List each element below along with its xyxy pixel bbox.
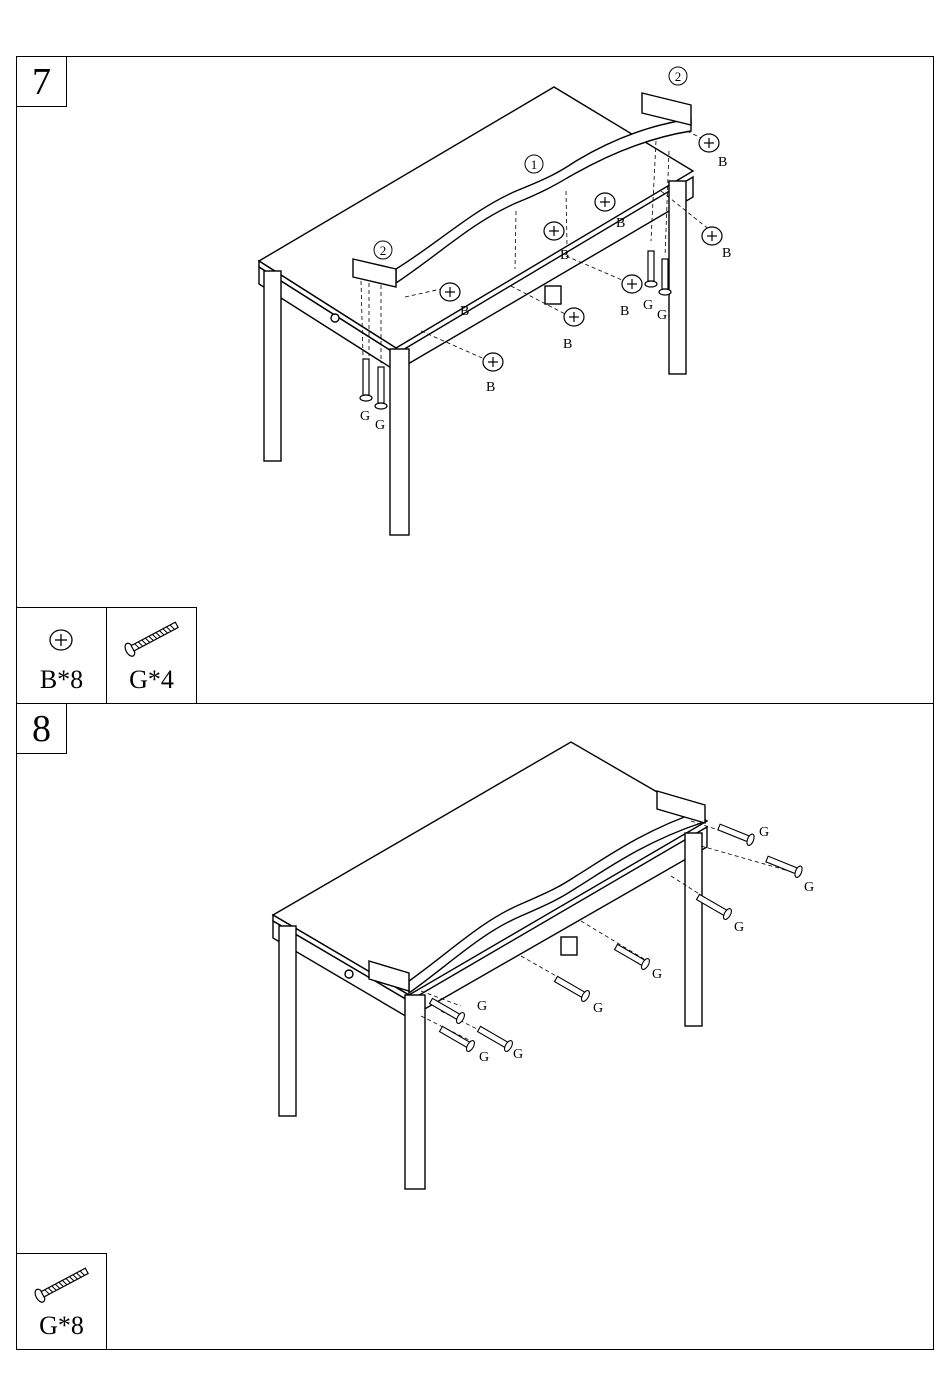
part-label: B*8 [17,665,106,695]
g-label: G [734,920,744,935]
g-label: G [479,1050,489,1065]
b-label: B [563,337,572,352]
part-screw: G*8 [17,1253,107,1349]
cam-lock-icon [17,608,107,668]
b-label: B [460,304,469,319]
step-7-panel: 7 [16,56,934,704]
part-1-callout: 1 [531,157,538,172]
step-7-diagram: 1 2 2 B B B B B B B B G G G G [17,57,932,605]
g-label: G [477,999,487,1014]
part-label: G*8 [17,1311,106,1341]
b-label: B [486,380,495,395]
part-label: G*4 [107,665,196,695]
step-8-diagram: G G G G G G G G [17,704,932,1252]
b-label: B [722,246,731,261]
part-2-callout: 2 [675,69,682,84]
parts-list: B*8 G*4 [17,607,197,703]
part-2-callout: 2 [380,243,387,258]
step-8-panel: 8 [16,703,934,1350]
part-screw: G*4 [107,607,197,703]
screw-icon [107,608,197,668]
g-label: G [360,409,370,424]
g-label: G [643,298,653,313]
screw-icon [17,1254,107,1314]
b-label: B [718,155,727,170]
part-cam-lock: B*8 [17,607,107,703]
b-label: B [620,304,629,319]
g-label: G [593,1001,603,1016]
g-label: G [513,1047,523,1062]
parts-list: G*8 [17,1253,107,1349]
g-label: G [804,880,814,895]
g-label: G [657,308,667,323]
g-label: G [375,418,385,433]
g-label: G [652,967,662,982]
g-label: G [759,825,769,840]
b-label: B [616,216,625,231]
b-label: B [560,248,569,263]
